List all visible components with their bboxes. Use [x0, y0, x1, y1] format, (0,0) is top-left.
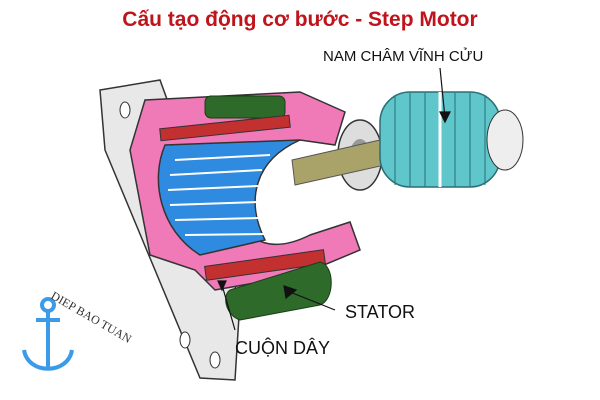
label-permanent-magnet: NAM CHÂM VĨNH CỬU	[323, 48, 484, 65]
label-coil: CUỘN DÂY	[235, 338, 331, 358]
rotor	[157, 139, 301, 256]
diagram-title: Cấu tạo động cơ bước - Step Motor	[122, 8, 478, 31]
label-stator: STATOR	[345, 302, 416, 322]
logo-text: DIEP BAO TUAN	[49, 288, 135, 346]
top-coil	[204, 95, 286, 119]
anchor-logo-icon	[22, 297, 74, 371]
